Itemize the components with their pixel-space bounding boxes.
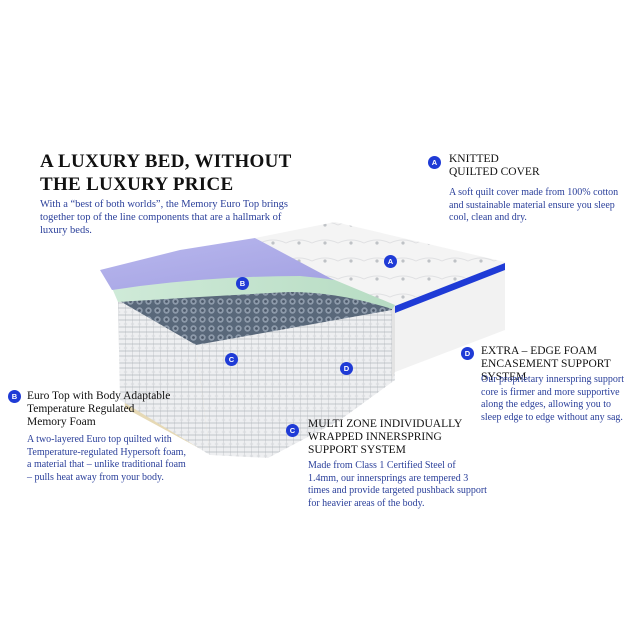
feature-a-title-line-2: QUILTED COVER [449, 166, 540, 178]
cover-blue-trim [395, 263, 505, 313]
feature-d-title-line-1: EXTRA – EDGE FOAM [481, 345, 597, 357]
feature-c-desc: Made from Class 1 Certified Steel of 1.4… [308, 460, 487, 509]
spring-left-side [118, 300, 210, 455]
feature-b-title-line-2: Temperature Regulated [27, 403, 135, 415]
illustration-badge-d: D [340, 362, 353, 375]
spring-front-side [196, 310, 395, 458]
feature-c-title-line-1: MULTI ZONE INDIVIDUALLY [308, 418, 463, 430]
feature-c-title-line-3: SUPPORT SYSTEM [308, 444, 406, 456]
feature-d-badge: D [461, 347, 474, 360]
illustration-badge-c: C [225, 353, 238, 366]
cover-left-edge [392, 305, 395, 380]
feature-a-title: KNITTED QUILTED COVER [449, 153, 540, 179]
feature-d-title: EXTRA – EDGE FOAM ENCASEMENT SUPPORT SYS… [481, 345, 640, 384]
headline-line-1: A LUXURY BED, WITHOUT [40, 151, 292, 172]
feature-d-desc: Our proprietary innerspring support core… [481, 374, 625, 423]
feature-a-badge: A [428, 156, 441, 169]
feature-c-title: MULTI ZONE INDIVIDUALLY WRAPPED INNERSPR… [308, 418, 462, 457]
feature-d-title-line-2: ENCASEMENT SUPPORT SYSTEM [481, 358, 611, 383]
feature-c-badge: C [286, 424, 299, 437]
feature-b-desc: A two-layered Euro top quilted with Temp… [27, 434, 186, 483]
feature-b-title: Euro Top with Body Adaptable Temperature… [27, 390, 170, 429]
memory-foam-layer [100, 238, 395, 292]
headline-line-2: THE LUXURY PRICE [40, 174, 234, 195]
feature-b-title-line-1: Euro Top with Body Adaptable [27, 390, 171, 402]
feature-b-badge: B [8, 390, 21, 403]
illustration-badge-b: B [236, 277, 249, 290]
headline: A LUXURY BED, WITHOUT THE LUXURY PRICE [40, 150, 300, 196]
cover-front-edge [395, 262, 505, 372]
intro-text: With a “best of both worlds”, the Memory… [40, 199, 288, 236]
quilted-cover-top [255, 222, 505, 305]
feature-a-desc: A soft quilt cover made from 100% cotton… [449, 187, 619, 223]
feature-b-title-line-3: Memory Foam [27, 416, 96, 428]
feature-a-title-line-1: KNITTED [449, 153, 499, 165]
illustration-badge-a: A [384, 255, 397, 268]
feature-c-title-line-2: WRAPPED INNERSPRING [308, 431, 442, 443]
